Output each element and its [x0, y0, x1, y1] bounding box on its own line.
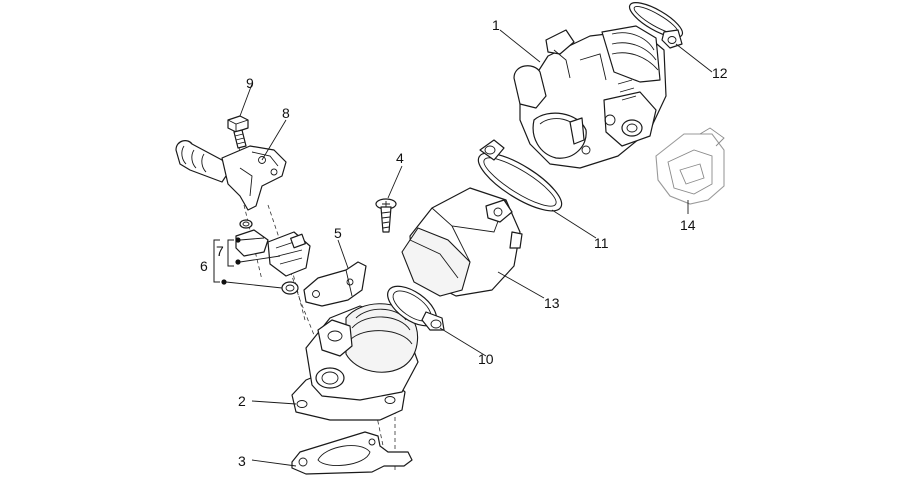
callout-10: 10: [478, 351, 494, 367]
callout-1: 1: [492, 17, 500, 33]
leader-lines: [239, 29, 713, 467]
part-9-bolt[interactable]: [227, 115, 249, 149]
callout-8: 8: [282, 105, 290, 121]
part-14-cover[interactable]: [655, 127, 725, 205]
part-10-clamp[interactable]: [381, 278, 445, 333]
part-4-screw[interactable]: [375, 198, 397, 233]
callout-5: 5: [334, 225, 342, 241]
part-1-throttle-body[interactable]: [513, 25, 667, 169]
part-11-clamp[interactable]: [471, 139, 569, 221]
callout-2: 2: [238, 393, 246, 409]
callout-12: 12: [712, 65, 728, 81]
callout-4: 4: [396, 150, 404, 166]
group-bracket-6-7: [213, 237, 283, 289]
callout-9: 9: [246, 75, 254, 91]
callout-11: 11: [594, 235, 609, 251]
part-13-adapter-sleeve[interactable]: [401, 187, 523, 297]
callout-14: 14: [680, 217, 696, 233]
part-12-clamp[interactable]: [625, 0, 687, 49]
part-8-fuel-rail[interactable]: [175, 140, 287, 211]
part-7-injector-group[interactable]: [235, 219, 311, 295]
part-2-intake-manifold[interactable]: [291, 303, 419, 421]
callout-6: 6: [200, 258, 208, 274]
callout-labels: 1 2 3 4 5 6 7 8 9 10 11 12 13 14: [200, 17, 728, 469]
part-3-gasket[interactable]: [291, 431, 413, 475]
callout-7: 7: [216, 243, 224, 259]
callout-3: 3: [238, 453, 246, 469]
callout-13: 13: [544, 295, 560, 311]
part-5-bracket[interactable]: [303, 261, 367, 307]
